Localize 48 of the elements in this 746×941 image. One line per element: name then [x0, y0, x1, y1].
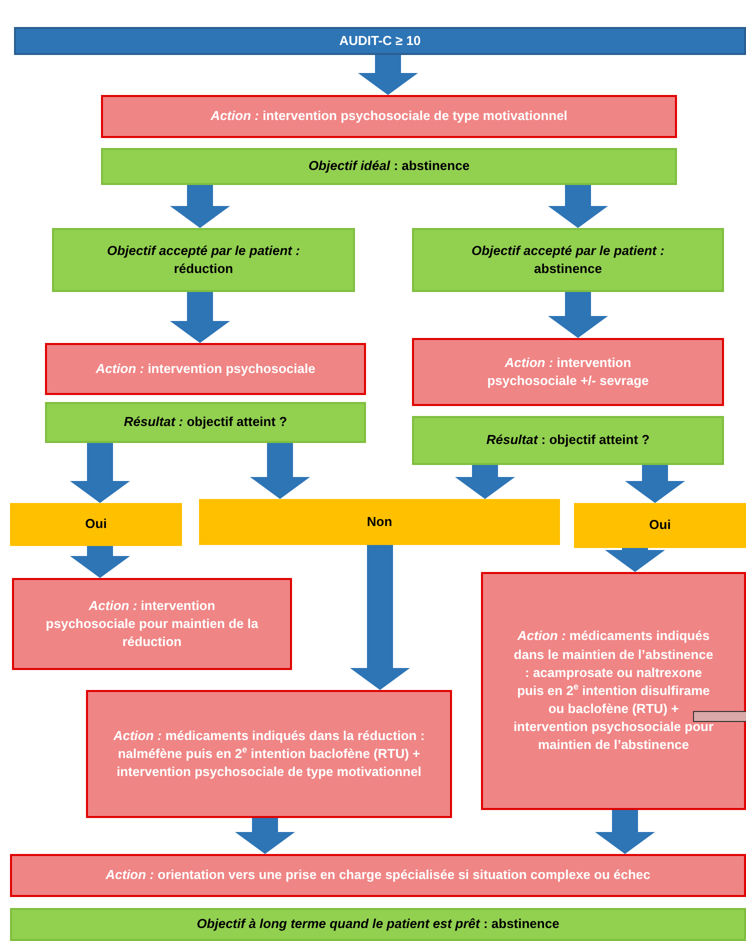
block-arrow — [70, 443, 130, 503]
box-text: Résultat : objectif atteint ? — [124, 413, 288, 432]
box-text: Objectif à long terme quand le patient est prêt : abstinence — [196, 915, 560, 934]
block-arrow — [605, 548, 665, 572]
action-box — [10, 854, 746, 897]
box-text: Action : intervention psychosociale — [96, 360, 316, 378]
block-arrow — [358, 55, 418, 95]
action-box — [45, 343, 366, 395]
objective-box — [412, 416, 724, 465]
box-text: Action : médicaments indiqués dans la réduction : nalméfène puis en 2$^{e}$ intention baclofène (RTU) + intervention psychosociale de type motivationnel — [112, 726, 426, 782]
box-text: Action : intervention psychosociale +/- sevrage — [486, 354, 650, 390]
answer-box — [10, 503, 182, 546]
action-box — [12, 578, 292, 670]
block-arrow — [70, 546, 130, 578]
block-arrow — [235, 818, 295, 854]
block-arrow — [170, 292, 230, 343]
action-box — [86, 690, 452, 818]
objective-box — [412, 228, 724, 292]
box-text: Action : intervention psychosociale pour maintien de la réduction — [44, 596, 260, 652]
box-text: Objectif accepté par le patient : abstinence — [470, 242, 666, 278]
box-text: Action : intervention psychosociale de type motivationnel — [210, 107, 568, 126]
box-text: Action : médicaments indiqués dans le maintien de l’abstinence : acamprosate ou naltrexone puis en 2$^{e}$ intention disulfirame ou baclofène (RTU) + intervention psychosociale pour maintien de l’abstinence — [513, 627, 714, 754]
block-arrow — [250, 443, 310, 499]
objective-box — [10, 908, 746, 941]
box-text: AUDIT-C ≥ 10 — [339, 32, 421, 50]
answer-box — [199, 499, 560, 545]
box-text: Objectif accepté par le patient : réduction — [106, 242, 301, 278]
box-text: Action : orientation vers une prise en charge spécialisée si situation complexe ou échec — [106, 866, 650, 884]
block-arrow — [455, 465, 515, 499]
box-text: Objectif idéal : abstinence — [308, 157, 470, 176]
answer-box — [574, 503, 746, 548]
box-text: Oui — [85, 515, 107, 534]
box-text: Résultat : objectif atteint ? — [486, 431, 650, 450]
objective-box — [101, 148, 677, 185]
block-arrow — [170, 185, 230, 228]
action-box — [412, 338, 724, 406]
block-arrow — [350, 545, 410, 690]
start-box — [14, 27, 746, 55]
action-box — [481, 572, 746, 810]
box-text: Non — [366, 512, 392, 531]
objective-box — [45, 402, 366, 443]
block-arrow — [595, 810, 655, 854]
block-arrow — [548, 185, 608, 228]
block-arrow — [548, 292, 608, 338]
objective-box — [52, 228, 355, 292]
box-text: Oui — [649, 516, 671, 534]
action-box — [101, 95, 677, 138]
block-arrow — [625, 465, 685, 503]
